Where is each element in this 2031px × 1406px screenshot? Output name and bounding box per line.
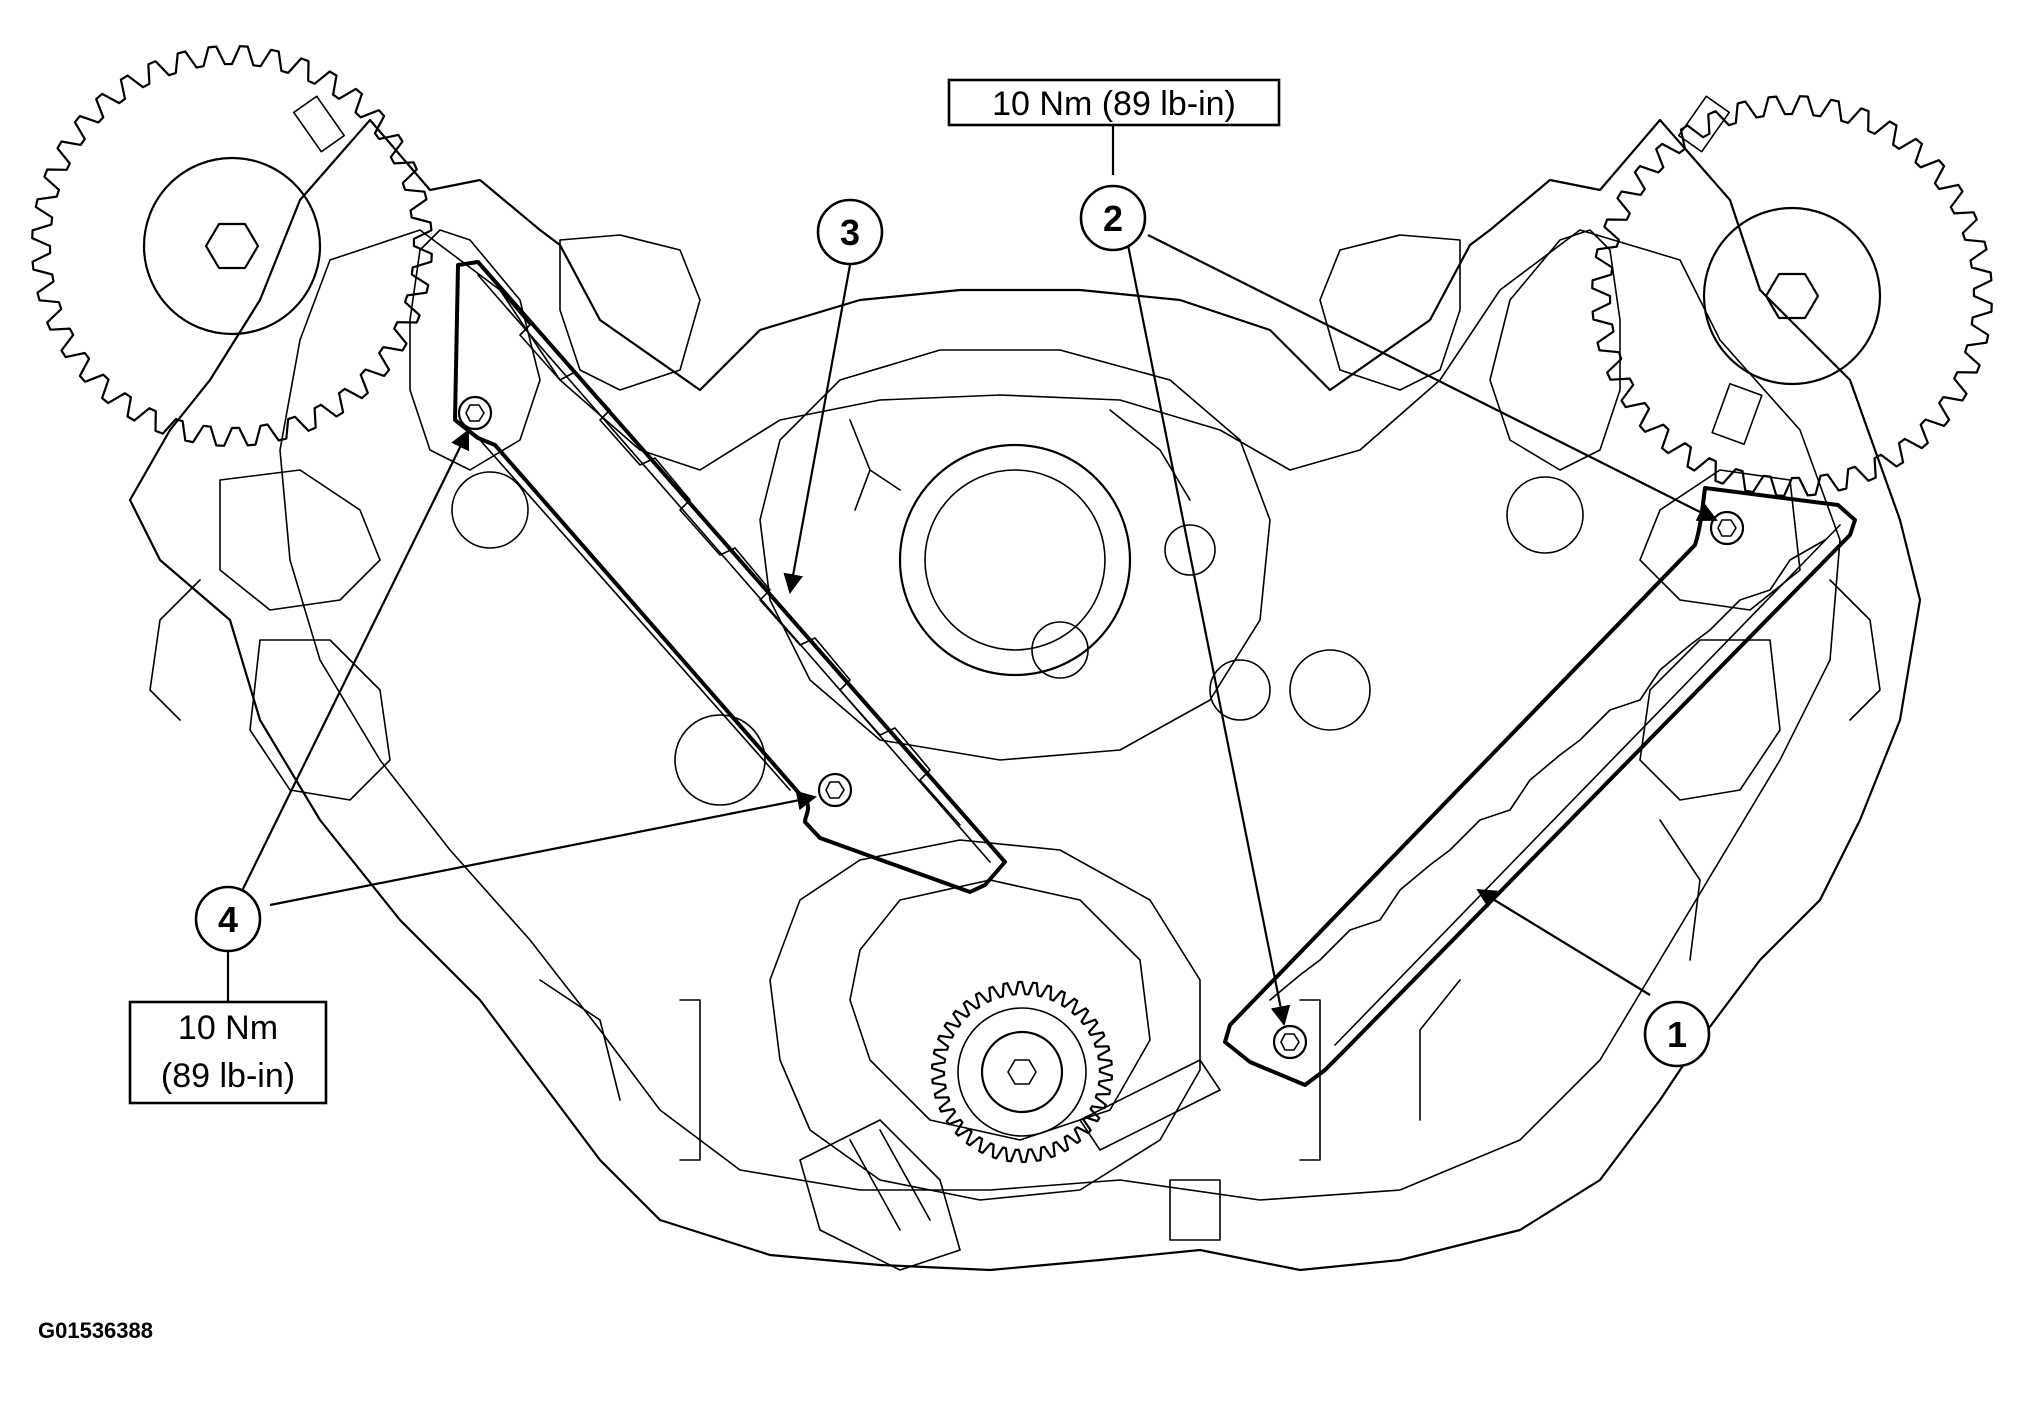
right-camshaft-sprocket (1591, 95, 1993, 497)
callout-3: 3 (816, 198, 884, 266)
callout-2: 2 (1079, 184, 1147, 252)
callout-leaders (226, 125, 1718, 1026)
crankshaft-sprocket (931, 980, 1113, 1164)
left-timing-chain-guide (453, 260, 1007, 894)
left-camshaft-sprocket (31, 45, 433, 447)
callout-4-label: 4 (218, 899, 238, 940)
guide-bolt-left-upper (457, 395, 493, 431)
right-timing-chain-guide (1223, 486, 1857, 1087)
torque-spec-top: 10 Nm (89 lb-in) (947, 78, 1281, 127)
callout-4: 4 (194, 885, 262, 953)
callout-3-label: 3 (840, 212, 860, 253)
engine-front-cover-drawing (128, 118, 1922, 1272)
torque-spec-left: 10 Nm (89 lb-in) (128, 1000, 328, 1105)
torque-spec-left-line1: 10 Nm (178, 1009, 278, 1047)
callout-2-label: 2 (1103, 198, 1123, 239)
torque-spec-top-text: 10 Nm (89 lb-in) (992, 85, 1236, 123)
guide-bolt-left-lower (817, 772, 853, 808)
guide-bolt-right-upper (1709, 510, 1745, 546)
guide-bolt-right-lower (1272, 1024, 1308, 1060)
figure-id: G01536388 (38, 1318, 153, 1343)
callout-1: 1 (1643, 1000, 1711, 1068)
torque-spec-left-line2: (89 lb-in) (161, 1057, 295, 1095)
callout-1-label: 1 (1667, 1014, 1687, 1055)
